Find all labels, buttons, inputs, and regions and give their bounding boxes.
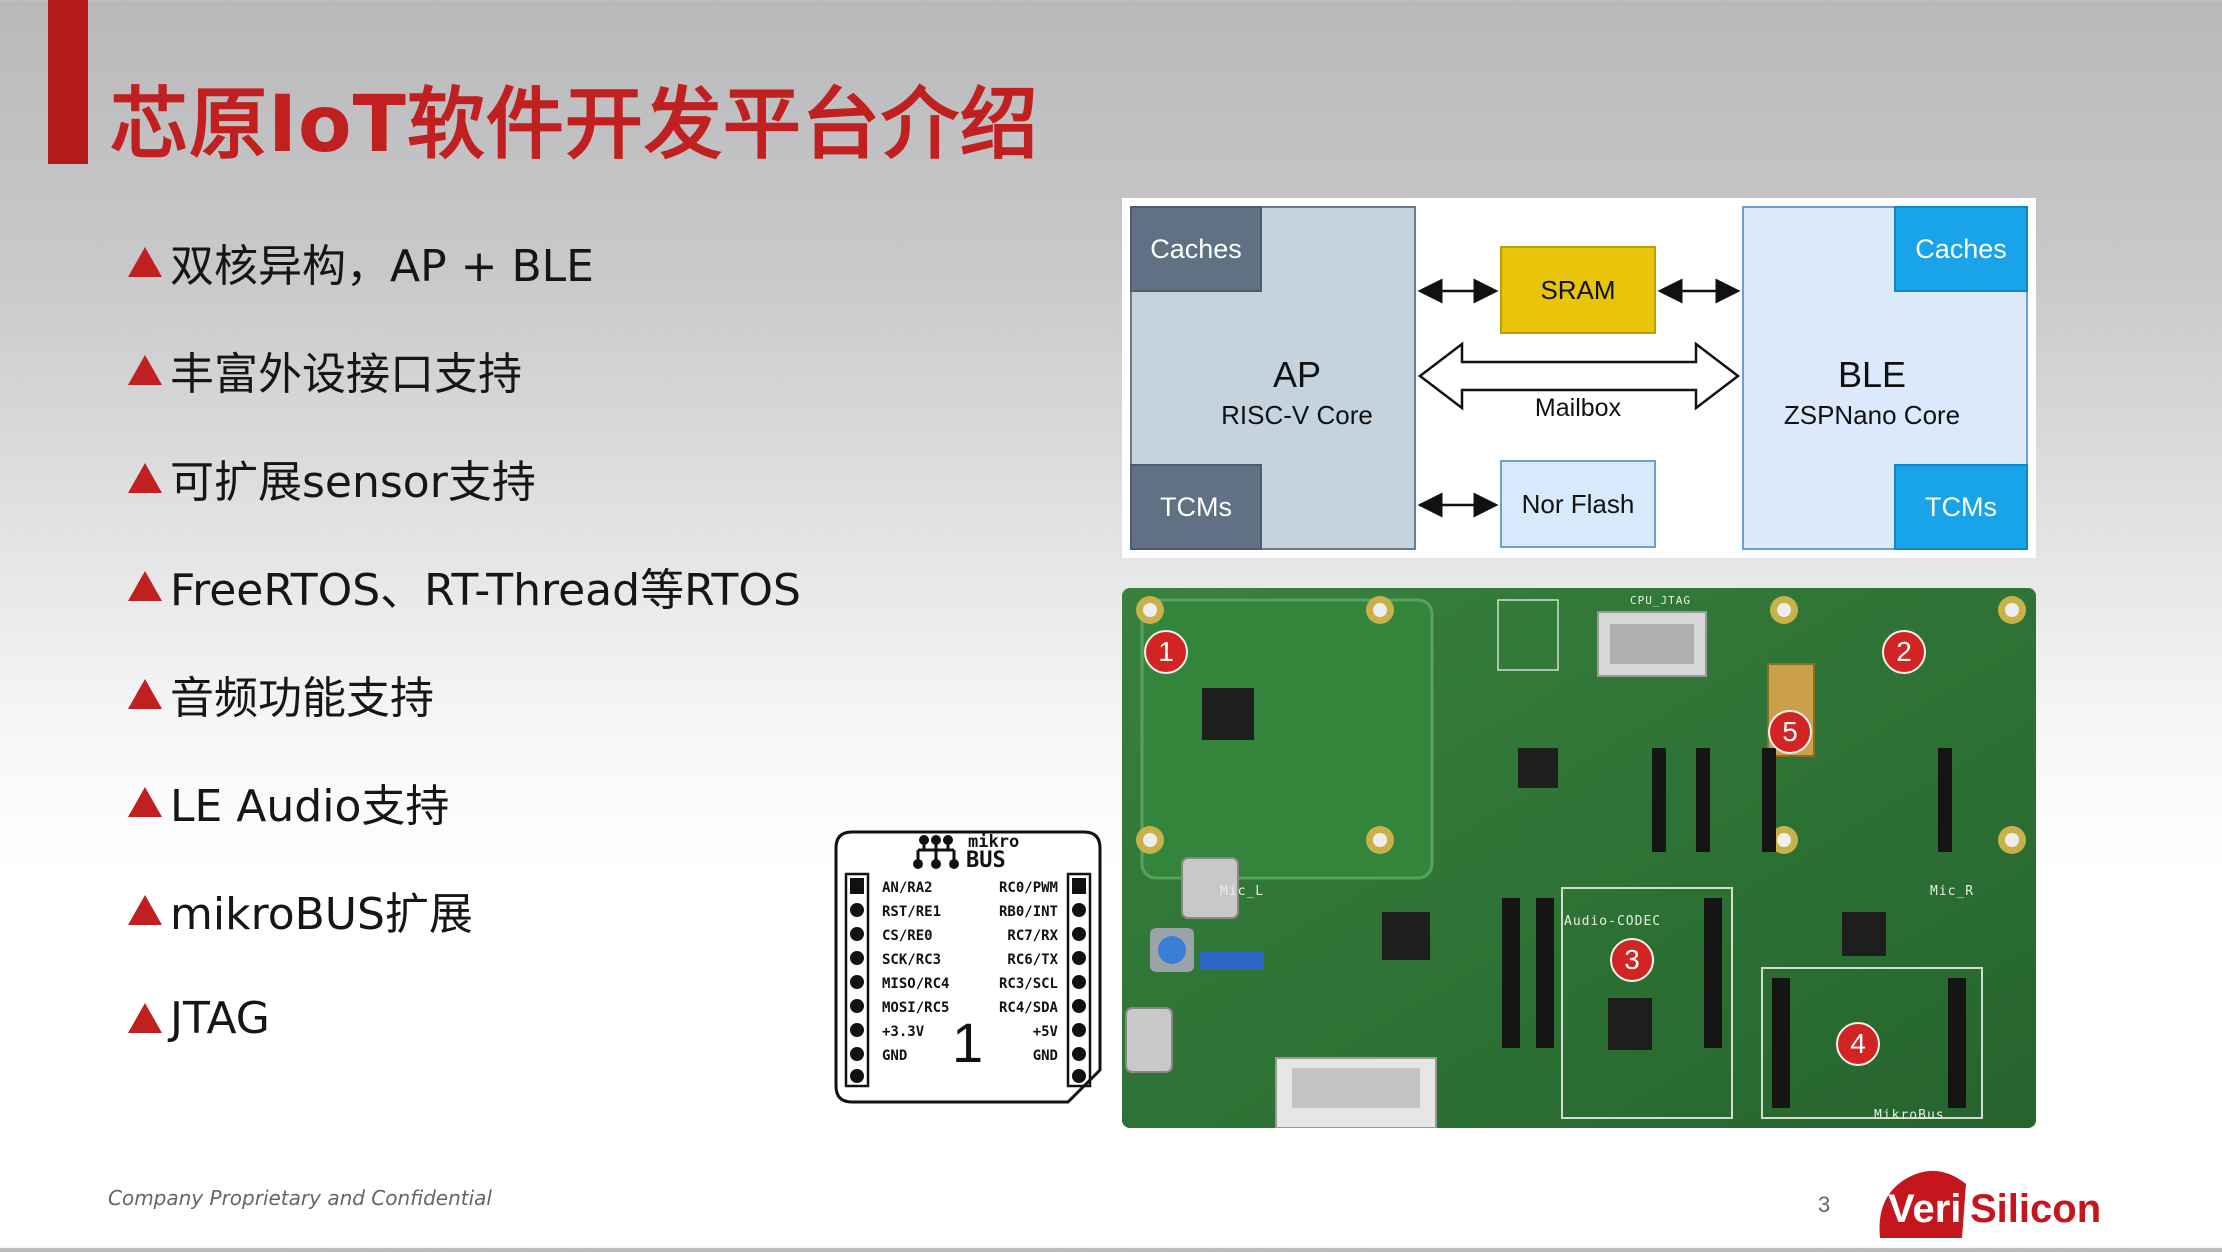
ble-subtitle: ZSPNano Core <box>1783 400 1961 430</box>
feature-list: 双核异构，AP + BLE 丰富外设接口支持 可扩展sensor支持 FreeR… <box>128 208 801 1072</box>
bullet-text: 音频功能支持 <box>170 673 434 724</box>
ble-core-label: BLE ZSPNano Core <box>1752 354 1992 431</box>
mikrobus-logo-icon <box>913 835 959 869</box>
ap-caches-block: Caches <box>1130 206 1262 292</box>
ap-tcms-block: TCMs <box>1130 464 1262 550</box>
mikrobus-pinout-card: mikro BUS AN/RA2 RST/RE1 CS/RE0 SCK/RC3 … <box>834 830 1102 1104</box>
bullet-text: FreeRTOS、RT-Thread等RTOS <box>170 565 801 616</box>
mikrobus-slot-number: 1 <box>952 1011 984 1074</box>
mikrobus-logo-small: mikro <box>968 832 1020 852</box>
bullet-item: 双核异构，AP + BLE <box>128 208 801 316</box>
logo-text-veri: Veri <box>1888 1187 1961 1231</box>
confidentiality-footer: Company Proprietary and Confidential <box>108 1186 492 1210</box>
mikrobus-right-pin: RB0/INT <box>998 904 1058 920</box>
ble-tcms-block: TCMs <box>1894 464 2028 550</box>
page-number: 3 <box>1818 1192 1831 1217</box>
mikrobus-right-pin: RC7/RX <box>1007 928 1058 944</box>
bullet-item: mikroBUS扩展 <box>128 856 801 964</box>
verisilicon-logo-icon: Veri Silicon <box>1879 1170 2101 1238</box>
sram-block: SRAM <box>1500 246 1656 334</box>
triangle-bullet-icon <box>128 895 162 925</box>
mikrobus-logo-big: BUS <box>966 848 1006 873</box>
mikrobus-left-pin: MISO/RC4 <box>882 976 950 992</box>
triangle-bullet-icon <box>128 463 162 493</box>
nor-flash-block: Nor Flash <box>1500 460 1656 548</box>
mikrobus-left-pin: GND <box>882 1048 908 1064</box>
mikrobus-left-pin: +3.3V <box>882 1024 925 1040</box>
mikrobus-left-pin: AN/RA2 <box>882 880 933 896</box>
ap-title: AP <box>1272 354 1322 395</box>
mikrobus-left-pin: CS/RE0 <box>882 928 933 944</box>
callout-badge-2: 2 <box>1882 630 1926 674</box>
dev-board-photo: Mic_L Mic_R Audio-CODEC MikroBus CPU_JTA… <box>1122 588 2036 1128</box>
ble-caches-block: Caches <box>1894 206 2028 292</box>
ap-core-label: AP RISC-V Core <box>1192 354 1402 431</box>
mikrobus-right-pin: +5V <box>1032 1024 1058 1040</box>
bullet-item: LE Audio支持 <box>128 748 801 856</box>
mailbox-label: Mailbox <box>1534 394 1622 422</box>
mikrobus-right-pin: RC3/SCL <box>998 976 1058 992</box>
verisilicon-logo: Veri Silicon <box>1874 1158 2114 1248</box>
mikrobus-card-frame <box>834 830 1102 1104</box>
triangle-bullet-icon <box>128 355 162 385</box>
triangle-bullet-icon <box>128 679 162 709</box>
callout-badge-4: 4 <box>1836 1022 1880 1066</box>
triangle-bullet-icon <box>128 1003 162 1033</box>
mikrobus-left-pin: RST/RE1 <box>882 904 942 920</box>
callout-badge-1: 1 <box>1144 630 1188 674</box>
mikrobus-right-pin: RC0/PWM <box>998 880 1058 896</box>
diagram-arrows <box>1417 278 1741 518</box>
logo-text-silicon: Silicon <box>1970 1187 2101 1231</box>
cpu-jtag-label: CPU_JTAG <box>1630 594 1691 607</box>
dev-board-drawing <box>1122 588 2036 1128</box>
mic-r-label: Mic_R <box>1930 884 1975 899</box>
slide-title: 芯原IoT软件开发平台介绍 <box>110 80 1039 170</box>
mic-l-label: Mic_L <box>1220 884 1265 899</box>
title-accent-bar <box>48 0 88 164</box>
triangle-bullet-icon <box>128 247 162 277</box>
callout-badge-5: 5 <box>1768 710 1812 754</box>
bullet-item: FreeRTOS、RT-Thread等RTOS <box>128 532 801 640</box>
bullet-text: 双核异构，AP + BLE <box>170 241 594 292</box>
mikrobus-right-pin: RC6/TX <box>1007 952 1058 968</box>
bullet-text: mikroBUS扩展 <box>170 889 473 940</box>
bullet-item: JTAG <box>128 964 801 1072</box>
bullet-text: JTAG <box>170 992 270 1044</box>
architecture-diagram: Caches TCMs AP RISC-V Core Caches TCMs B… <box>1122 198 2036 558</box>
mikrobus-label: MikroBus <box>1874 1108 1945 1123</box>
mailbox-double-arrow <box>1417 341 1741 411</box>
ble-title: BLE <box>1837 354 1907 395</box>
bullet-item: 丰富外设接口支持 <box>128 316 801 424</box>
mikrobus-left-pin: SCK/RC3 <box>882 952 942 968</box>
bullet-item: 可扩展sensor支持 <box>128 424 801 532</box>
bullet-text: 丰富外设接口支持 <box>170 349 522 400</box>
mikrobus-left-pin: MOSI/RC5 <box>882 1000 950 1016</box>
mikrobus-right-pin: RC4/SDA <box>998 1000 1058 1016</box>
audio-codec-label: Audio-CODEC <box>1564 914 1662 929</box>
mikrobus-right-pin: GND <box>1032 1048 1058 1064</box>
bullet-item: 音频功能支持 <box>128 640 801 748</box>
bullet-text: LE Audio支持 <box>170 781 450 832</box>
ap-subtitle: RISC-V Core <box>1221 400 1373 430</box>
bullet-text: 可扩展sensor支持 <box>170 457 536 508</box>
triangle-bullet-icon <box>128 571 162 601</box>
callout-badge-3: 3 <box>1610 938 1654 982</box>
triangle-bullet-icon <box>128 787 162 817</box>
